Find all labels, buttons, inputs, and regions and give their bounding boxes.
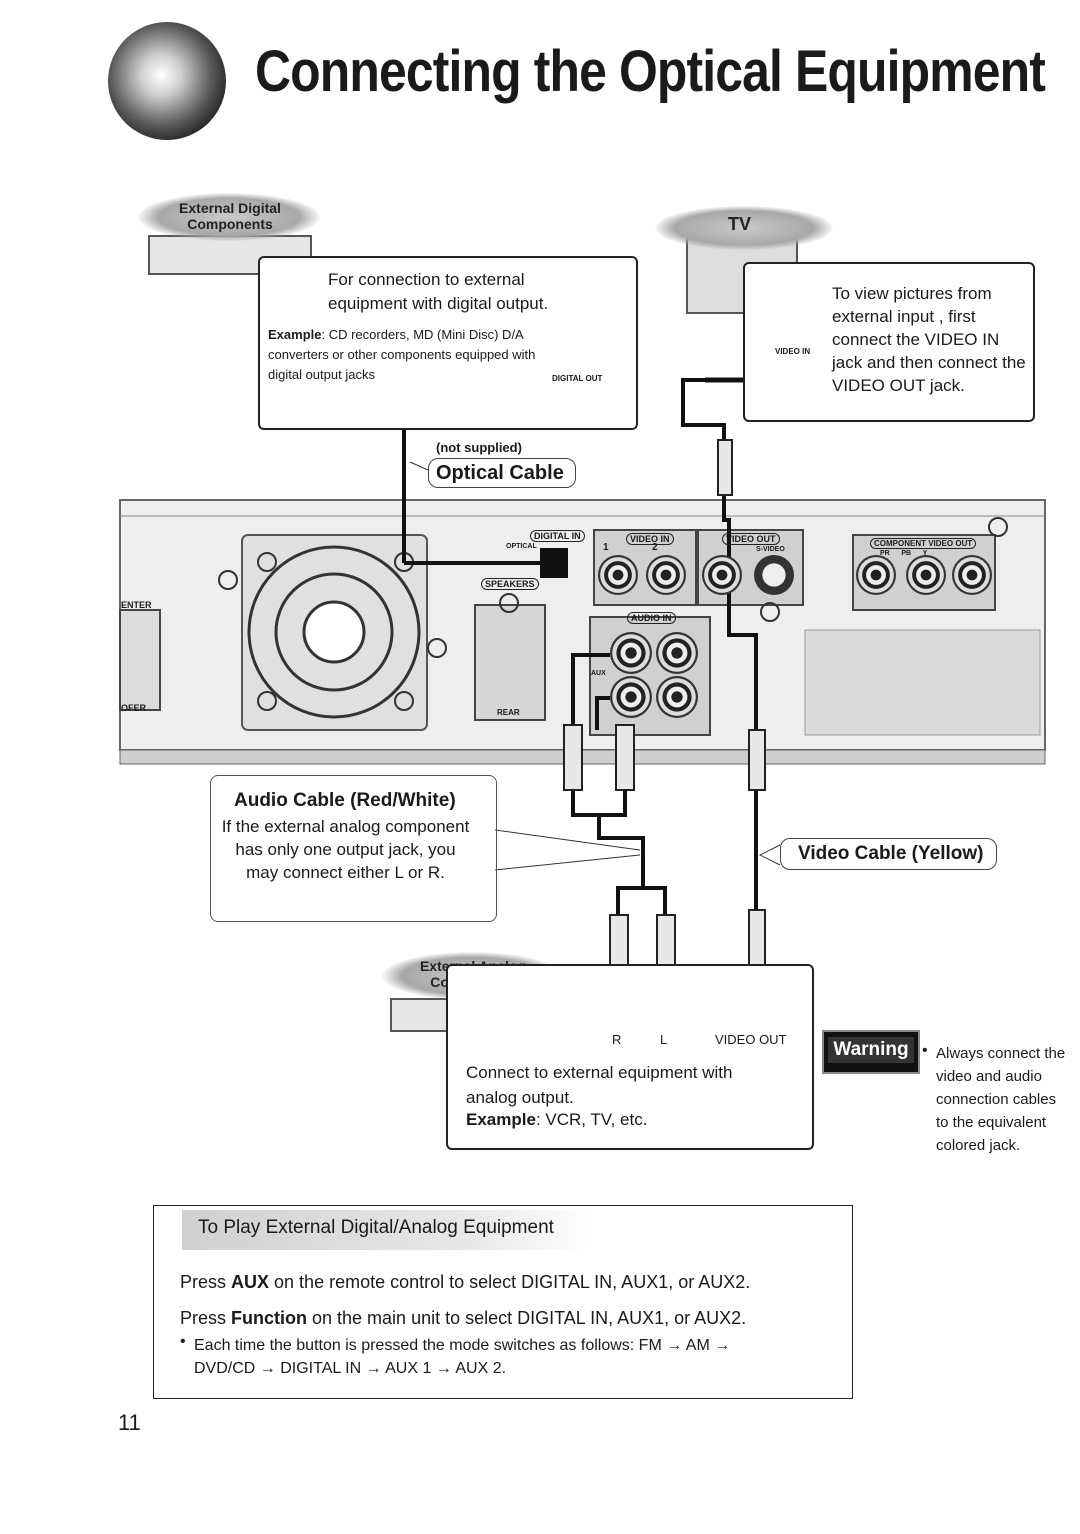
tv-tag: TV bbox=[728, 214, 752, 234]
tv-tag-bg bbox=[655, 206, 833, 250]
video-in-num-2: 2 bbox=[652, 542, 658, 553]
component-pb-jack[interactable] bbox=[906, 555, 946, 595]
play-header-bg bbox=[182, 1210, 592, 1250]
play-header: To Play External Digital/Analog Equipmen… bbox=[198, 1217, 554, 1238]
video-in-jack-1[interactable] bbox=[598, 555, 638, 595]
component-y-jack[interactable] bbox=[952, 555, 992, 595]
external-digital-tag: External Digital Components bbox=[179, 200, 281, 232]
aux1-l-jack[interactable] bbox=[610, 632, 652, 674]
analog-example-label: Example bbox=[466, 1110, 536, 1129]
external-analog-box bbox=[446, 964, 814, 1150]
woofer-label: OFER bbox=[121, 703, 147, 713]
component-video-out-label: COMPONENT VIDEO OUT bbox=[870, 538, 977, 549]
optical-label: OPTICAL bbox=[506, 543, 537, 550]
external-digital-example: Example: CD recorders, MD (Mini Disc) D/… bbox=[268, 325, 538, 385]
digital-in-label: DIGITAL IN bbox=[530, 530, 585, 542]
function-key: Function bbox=[231, 1308, 307, 1328]
title-bullet-icon bbox=[108, 22, 226, 140]
audio-cable-note: If the external analog component has onl… bbox=[221, 817, 470, 882]
play-mode-bullet: Each time the button is pressed the mode… bbox=[194, 1337, 731, 1377]
aux-key: AUX bbox=[231, 1272, 270, 1292]
component-sub-label: PR PB Y bbox=[880, 550, 928, 557]
aux1-r-jack[interactable] bbox=[656, 632, 698, 674]
video-out-panel-label: VIDEO OUT bbox=[722, 533, 780, 545]
aux-label: AUX bbox=[591, 670, 606, 677]
aux2-r-jack[interactable] bbox=[656, 676, 698, 718]
speakers-label: SPEAKERS bbox=[481, 578, 539, 590]
video-cable-callout bbox=[780, 838, 997, 870]
external-digital-box bbox=[258, 256, 638, 430]
page-number: 11 bbox=[118, 1410, 141, 1435]
warning-text: Always connect the video and audio conne… bbox=[936, 1045, 1066, 1154]
aux2-l-jack[interactable] bbox=[610, 676, 652, 718]
rear-label: REAR bbox=[497, 708, 520, 717]
digital-out-label: DIGITAL OUT bbox=[552, 374, 603, 383]
example-label: Example bbox=[268, 327, 322, 342]
play-instructions-box bbox=[153, 1205, 853, 1399]
center-label: ENTER bbox=[121, 600, 152, 610]
external-digital-description: For connection to external equipment wit… bbox=[328, 270, 549, 313]
optical-cable-note: (not supplied) bbox=[436, 440, 522, 455]
tv-video-in-label: VIDEO IN bbox=[775, 347, 811, 356]
video-in-panel-label: VIDEO IN bbox=[626, 533, 674, 545]
video-in-jack-2[interactable] bbox=[646, 555, 686, 595]
audio-cable-callout bbox=[210, 775, 497, 922]
play-line-1: Press AUX on the remote control to selec… bbox=[180, 1272, 751, 1292]
analog-video-out-label: VIDEO OUT bbox=[715, 1032, 787, 1047]
video-cable-label: Video Cable (Yellow) bbox=[798, 843, 984, 864]
tv-instruction: To view pictures from external input , f… bbox=[832, 284, 1026, 395]
tv-box bbox=[743, 262, 1035, 422]
external-analog-description: Connect to external equipment with analo… bbox=[466, 1063, 733, 1107]
play-line-2: Press Function on the main unit to selec… bbox=[180, 1308, 747, 1328]
optical-cable-callout bbox=[428, 458, 576, 488]
video-out-jack[interactable] bbox=[702, 555, 742, 595]
audio-in-label: AUDIO IN bbox=[627, 612, 676, 624]
s-video-jack[interactable] bbox=[754, 555, 794, 595]
external-analog-example: Example: VCR, TV, etc. bbox=[466, 1110, 647, 1130]
analog-example-text: : VCR, TV, etc. bbox=[535, 1110, 648, 1129]
s-video-label: S-VIDEO bbox=[756, 546, 785, 553]
page-title: Connecting the Optical Equipment bbox=[255, 39, 1046, 104]
analog-l-label: L bbox=[660, 1032, 668, 1047]
external-digital-tag-bg bbox=[138, 193, 320, 241]
warning-badge: Warning bbox=[822, 1030, 920, 1074]
analog-r-label: R bbox=[612, 1032, 622, 1047]
audio-cable-label: Audio Cable (Red/White) bbox=[234, 790, 456, 811]
optical-cable-label: Optical Cable bbox=[436, 462, 564, 484]
component-pr-jack[interactable] bbox=[856, 555, 896, 595]
video-in-num-1: 1 bbox=[603, 542, 609, 553]
example-text: : CD recorders, MD (Mini Disc) D/A conve… bbox=[268, 327, 536, 382]
